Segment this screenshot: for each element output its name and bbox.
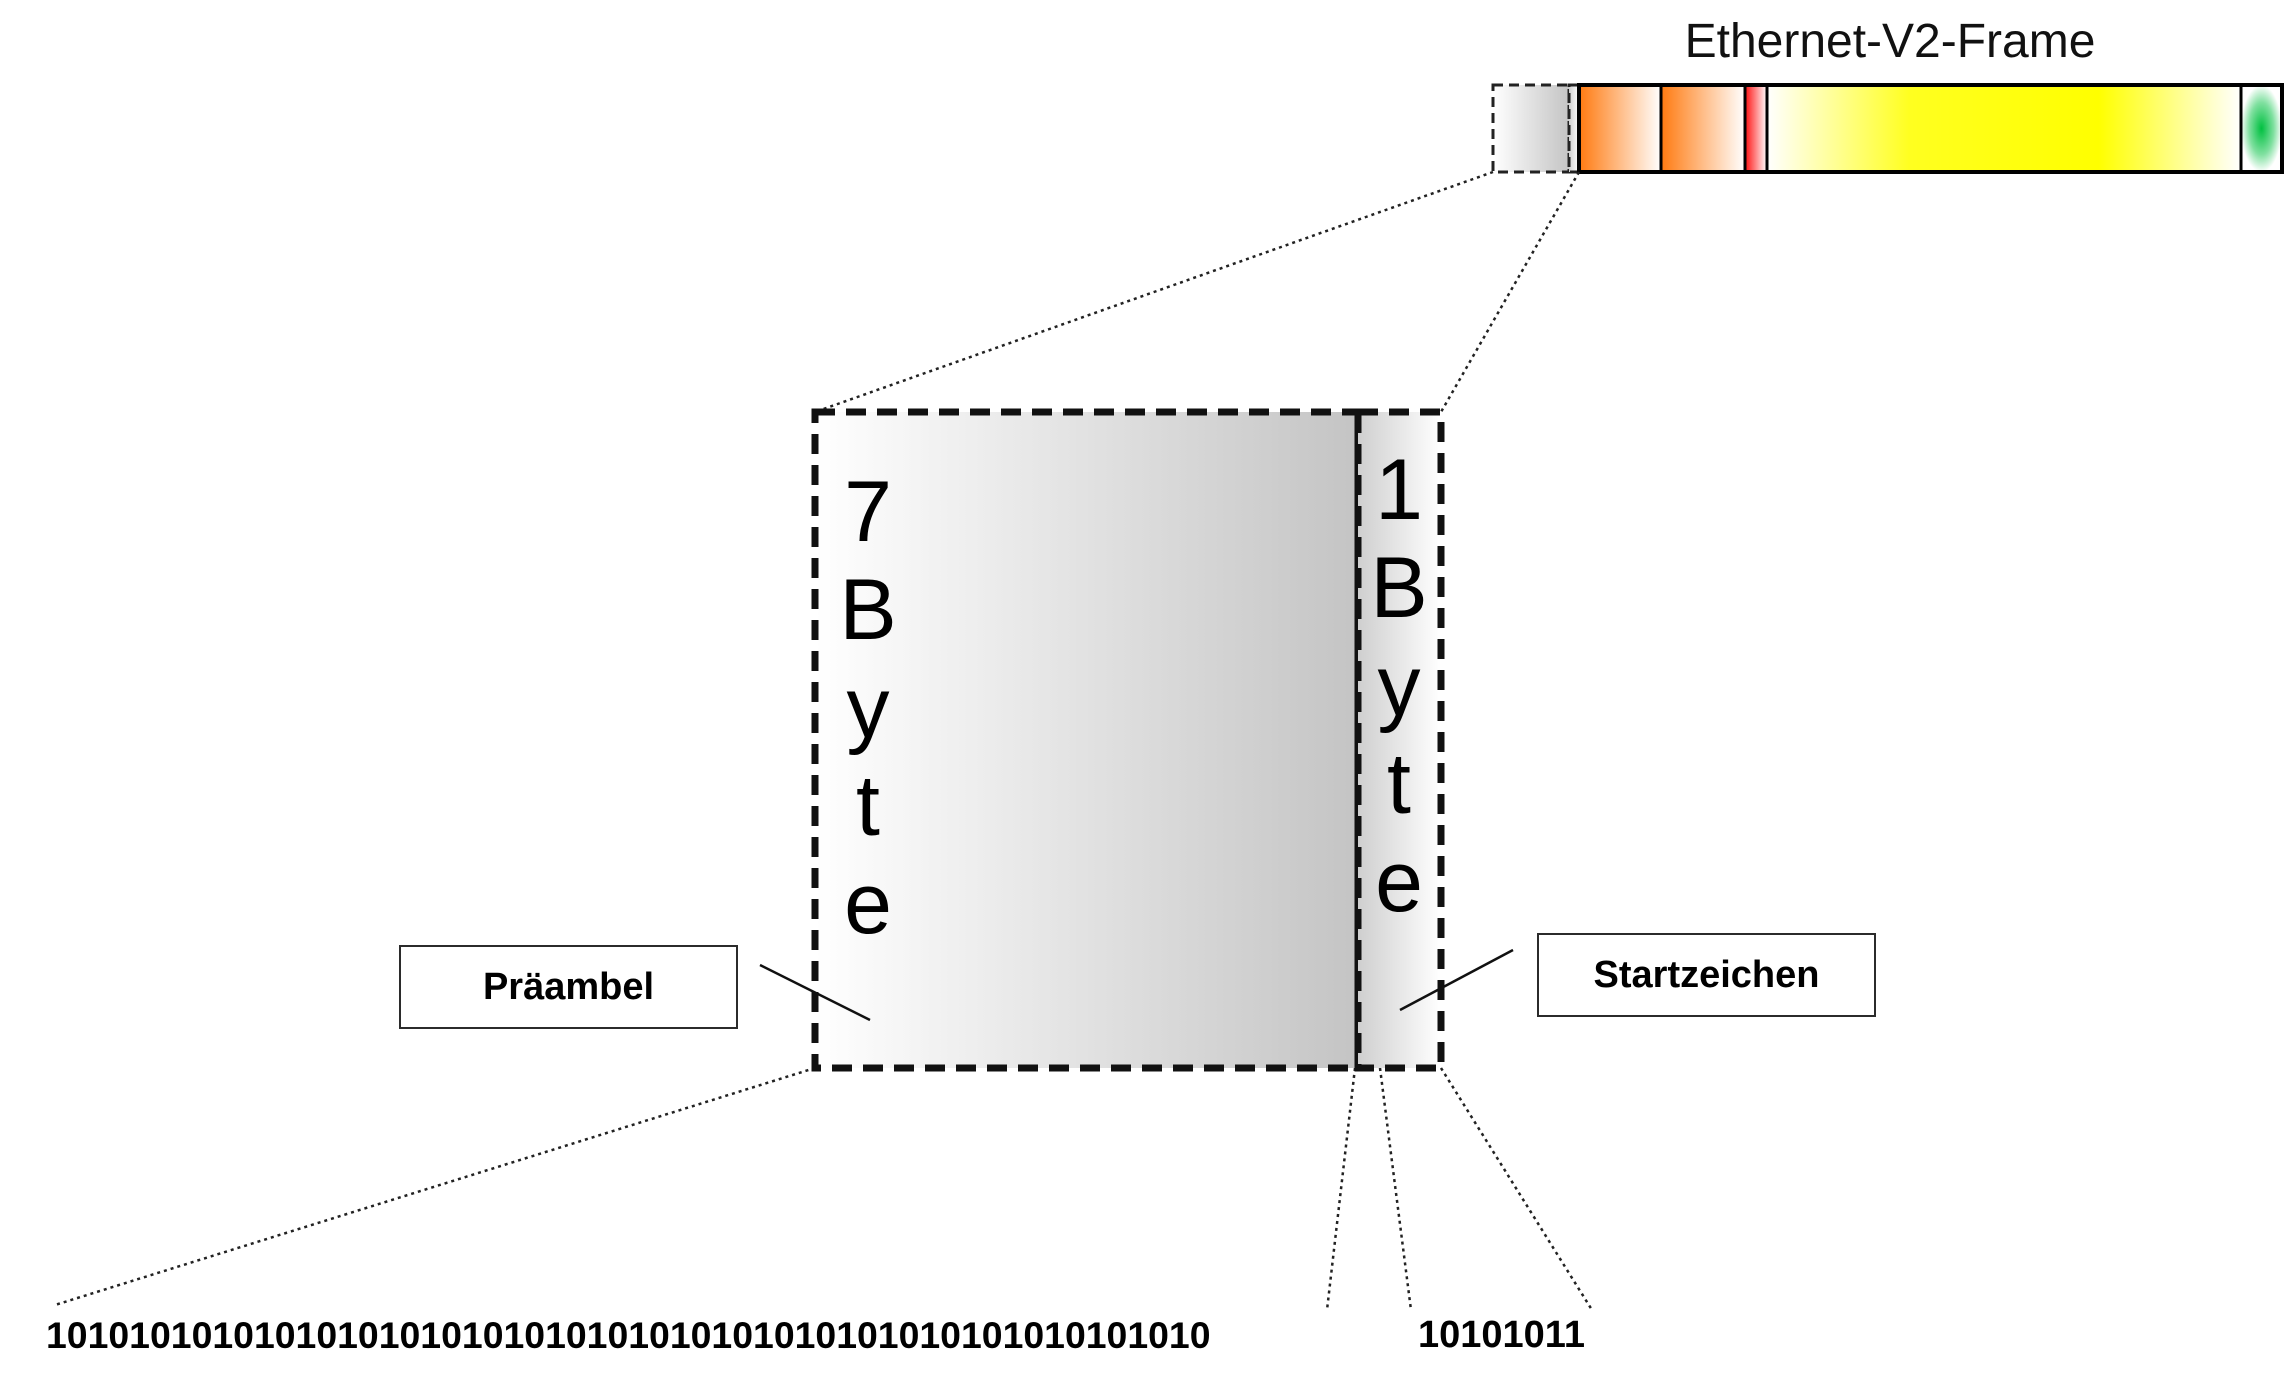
zoom-lines [54, 170, 1594, 1311]
sfd-size-char: B [1370, 540, 1428, 636]
preamble-callout-pointer [759, 963, 871, 1022]
preamble-size-char: t [856, 758, 880, 854]
preamble-label: Präambel [399, 945, 738, 1029]
frame-dividers [1659, 85, 2243, 172]
sfd-box [1354, 408, 1445, 1072]
sfd-callout-pointer [1399, 948, 1514, 1012]
frame-outline [1577, 83, 2284, 174]
preamble-size-char: e [844, 856, 892, 952]
sfd-size-char: t [1387, 736, 1411, 832]
frame-data-cell [1767, 85, 2241, 172]
sfd-bit-pattern: 10101011 [1418, 1314, 1585, 1356]
frame-src-address-cell [1661, 85, 1745, 172]
preamble-size-char: B [839, 562, 897, 658]
sfd-size-char: 1 [1375, 442, 1423, 538]
frame-fcs-cell [2241, 85, 2282, 172]
preamble-bit-pattern: 1010101010101010101010101010101010101010… [46, 1314, 1211, 1356]
preamble-size-char: 7 [844, 464, 892, 560]
sfd-label: Startzeichen [1537, 933, 1876, 1017]
sfd-size-char: y [1377, 638, 1421, 734]
sfd-size-text: 1 B y t e [1364, 441, 1434, 931]
preamble-size-text: 7 B y t e [833, 463, 903, 953]
frame-dest-address-cell [1579, 85, 1661, 172]
frame-title: Ethernet-V2-Frame [1684, 15, 2096, 68]
frame-type-cell [1745, 85, 1767, 172]
sfd-size-char: e [1375, 834, 1423, 930]
frame-preamble-cell [1491, 83, 1571, 174]
preamble-size-char: y [846, 660, 890, 756]
